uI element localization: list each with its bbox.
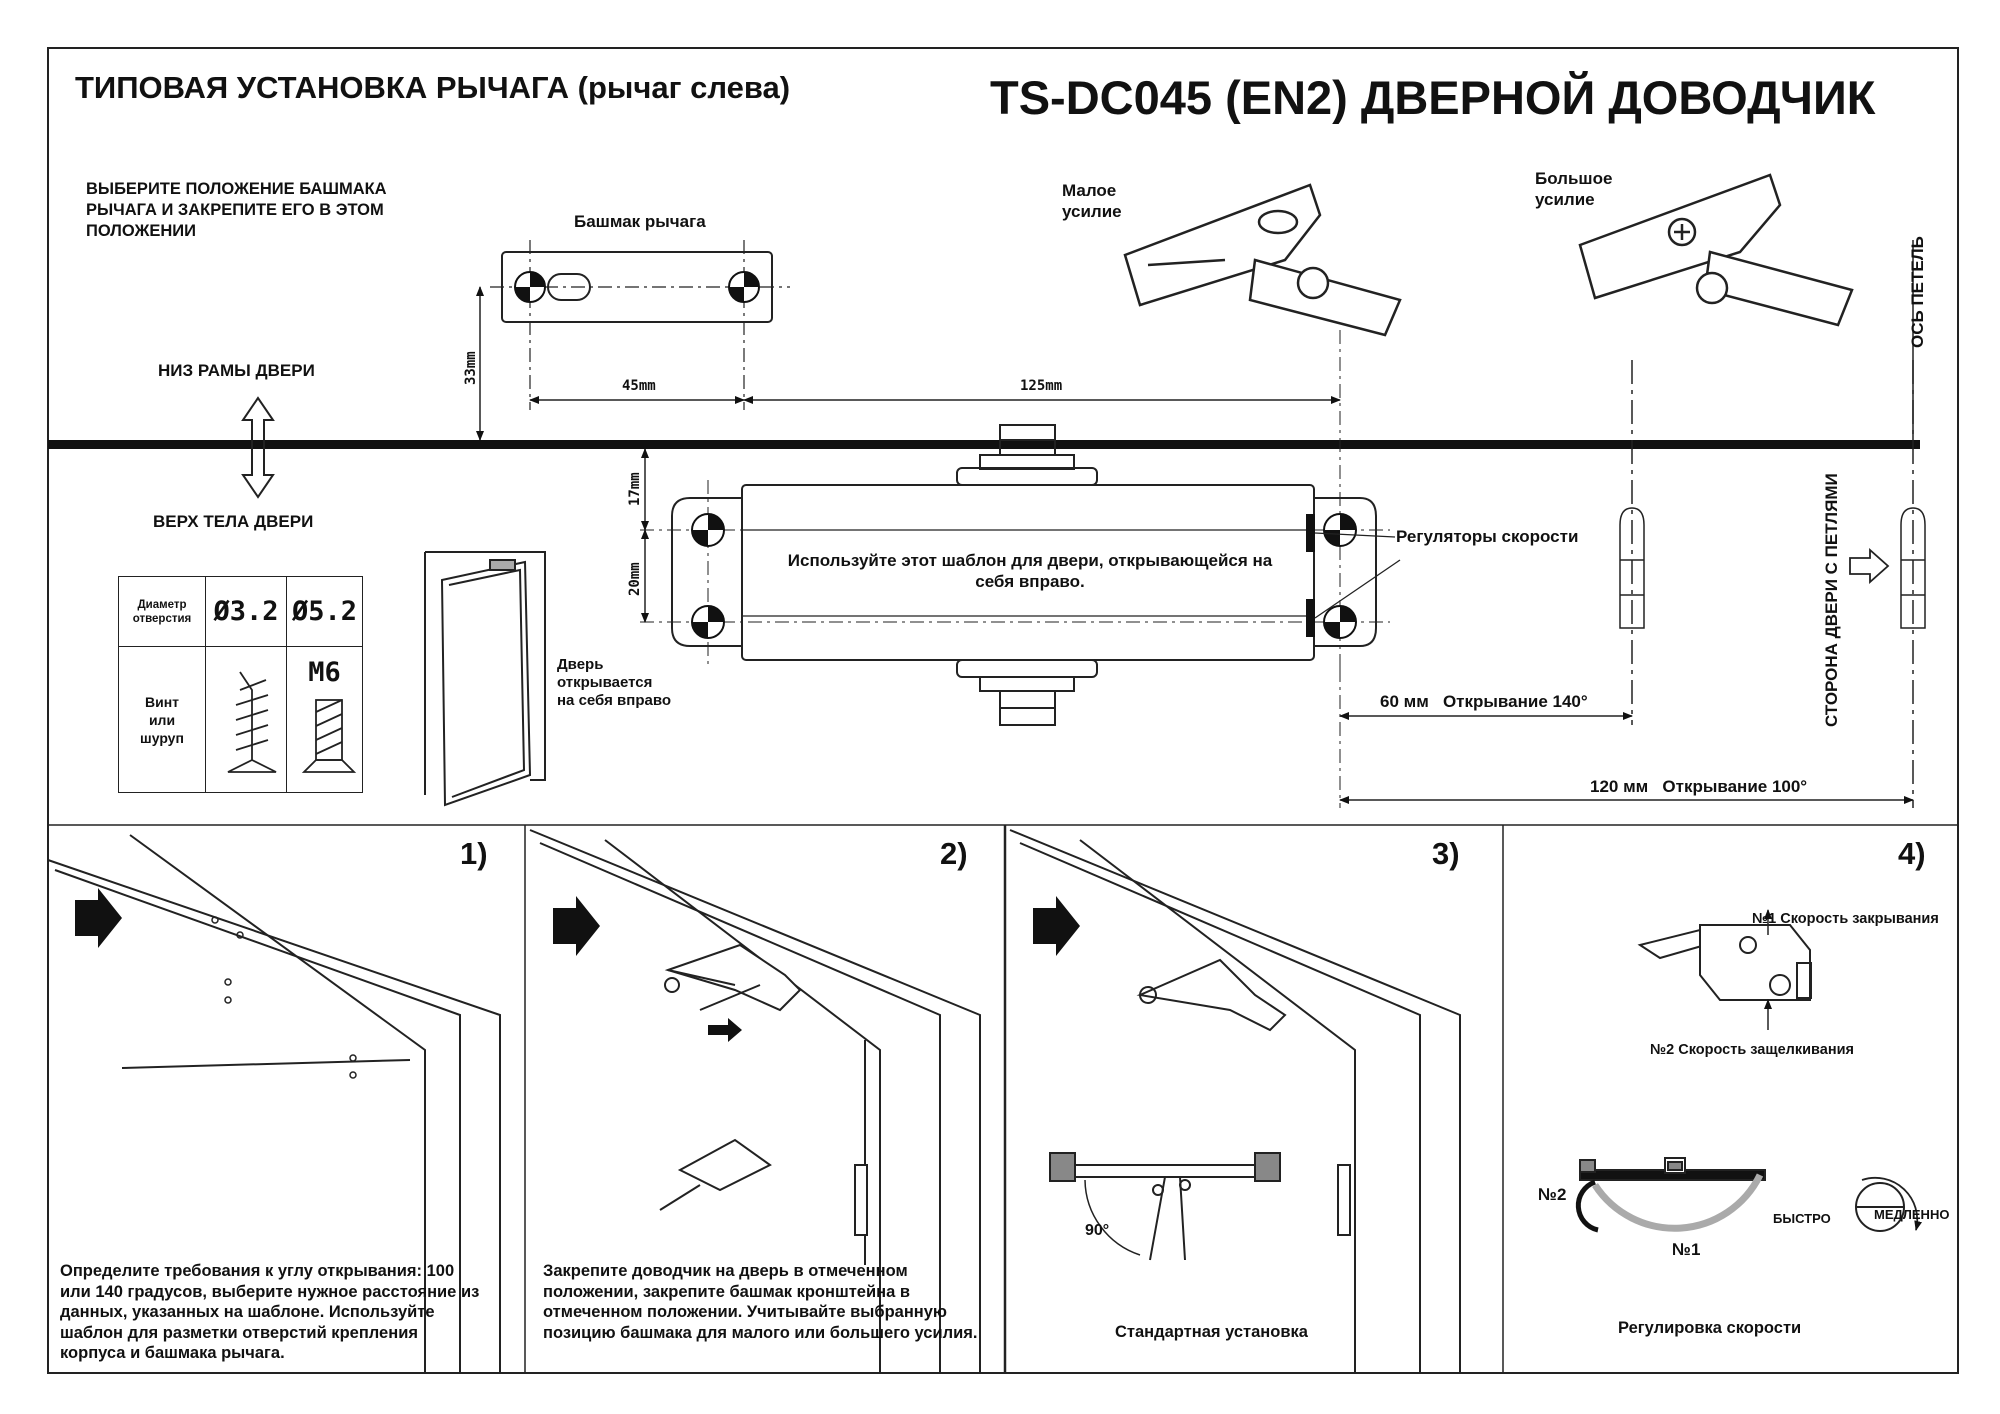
- step1-frame-drawing: [47, 834, 501, 1373]
- door-sketch-drawing: [424, 551, 546, 807]
- closing-speed-label: №1 Скорость закрывания: [1752, 911, 1939, 927]
- step4-plan-drawing: [1575, 1157, 1766, 1233]
- speed-regulators-label: Регуляторы скорости: [1396, 527, 1579, 546]
- screw-header: Винт или шуруп: [118, 646, 206, 793]
- step3-closer-drawing: [1136, 958, 1287, 1032]
- dim-45: 45mm: [622, 378, 656, 394]
- hinge-symbol-140-icon: [1619, 507, 1645, 629]
- step2-caption: Закрепите доводчик на дверь в отмеченном…: [543, 1262, 978, 1342]
- step4-caption: Регулировка скорости: [1618, 1319, 1802, 1337]
- step3-angle: 90°: [1085, 1222, 1110, 1239]
- diameter-3-2: Ø3.2: [205, 576, 287, 647]
- valve-2-label: №2: [1538, 1185, 1567, 1204]
- shoe-instruction: ВЫБЕРИТЕ ПОЛОЖЕНИЕ БАШМАКА РЫЧАГА И ЗАКР…: [86, 180, 387, 240]
- valve-1-label: №1: [1672, 1240, 1701, 1259]
- step3-plan-drawing: [1049, 1152, 1281, 1261]
- step2-closer-mount-drawing: [659, 943, 802, 1211]
- dim-125: 125mm: [1020, 378, 1063, 394]
- closer-body-drawing: [640, 330, 1390, 726]
- slow-label: МЕДЛЕННО: [1874, 1207, 1950, 1222]
- wood-screw-cell: [205, 646, 287, 793]
- step2-arrow-icon: [708, 1018, 742, 1042]
- hinge-side-arrow-icon: [1849, 547, 1890, 585]
- diameter-5-2: Ø5.2: [286, 576, 363, 647]
- step4-number: 4): [1898, 836, 1926, 871]
- hinge-axis-label: ОСЬ ПЕТЕЛЬ: [1908, 236, 1927, 348]
- speed-dial-icon: [1855, 1177, 1923, 1232]
- dim-17: 17mm: [627, 472, 643, 506]
- body-hole-tl-icon: [691, 513, 725, 547]
- step3-number: 3): [1432, 836, 1460, 871]
- step3-caption: Стандартная установка: [1115, 1323, 1308, 1341]
- step4-speed-valve-drawing: [1637, 923, 1812, 1001]
- high-force-shoe-drawing: [1578, 173, 1854, 327]
- fast-label: БЫСТРО: [1773, 1211, 1831, 1226]
- shoe-hole-left-icon: [514, 271, 546, 303]
- body-hole-bl-icon: [691, 605, 725, 639]
- open-140-label: 60 мм Открывание 140°: [1380, 692, 1588, 711]
- shoe-label: Башмак рычага: [574, 212, 706, 231]
- body-hole-tr-icon: [1323, 513, 1357, 547]
- hinge-side-label: СТОРОНА ДВЕРИ С ПЕТЛЯМИ: [1822, 473, 1841, 727]
- step2-number: 2): [940, 836, 968, 871]
- up-down-arrow-icon: [241, 396, 275, 499]
- low-force-shoe-drawing: [1123, 183, 1402, 337]
- step2-pointer-arrow-icon: [553, 896, 600, 956]
- product-title: TS-DC045 (EN2) ДВЕРНОЙ ДОВОДЧИК: [990, 71, 1876, 124]
- shoe-hole-right-icon: [728, 271, 760, 303]
- dim-33: 33mm: [463, 351, 479, 385]
- frame-bottom-label: НИЗ РАМЫ ДВЕРИ: [158, 361, 315, 380]
- step1-mark-holes-icon: [211, 916, 357, 1079]
- high-force-label: Большое усилие: [1535, 169, 1613, 209]
- dim-20: 20mm: [627, 562, 643, 596]
- latch-speed-label: №2 Скорость защелкивания: [1650, 1042, 1854, 1058]
- hinge-symbol-axis-icon: [1900, 507, 1926, 629]
- step3-frame-drawing: [1009, 829, 1461, 1373]
- step2-frame-drawing: [529, 829, 981, 1373]
- page-title: ТИПОВАЯ УСТАНОВКА РЫЧАГА (рычаг слева): [75, 70, 791, 105]
- step1-number: 1): [460, 836, 488, 871]
- door-top-label: ВЕРХ ТЕЛА ДВЕРИ: [153, 512, 314, 531]
- hole-table: Диаметр отверстия Ø3.2 Ø5.2 Винт или шур…: [118, 576, 363, 793]
- m6-label: M6: [286, 646, 363, 793]
- frame-door-line: [48, 440, 1920, 449]
- low-force-label: Малое усилие: [1062, 181, 1122, 221]
- step1-caption: Определите требования к углу открывания:…: [60, 1262, 480, 1362]
- body-hole-br-icon: [1323, 605, 1357, 639]
- door-opens-label: Дверь открывается на себя вправо: [557, 656, 672, 709]
- step3-pointer-arrow-icon: [1033, 896, 1080, 956]
- page-border: [47, 47, 1959, 1374]
- open-100-label: 120 мм Открывание 100°: [1590, 777, 1808, 796]
- template-note: Используйте этот шаблон для двери, откры…: [787, 551, 1273, 591]
- diameter-header: Диаметр отверстия: [118, 576, 206, 647]
- step1-arrow-icon: [75, 888, 122, 948]
